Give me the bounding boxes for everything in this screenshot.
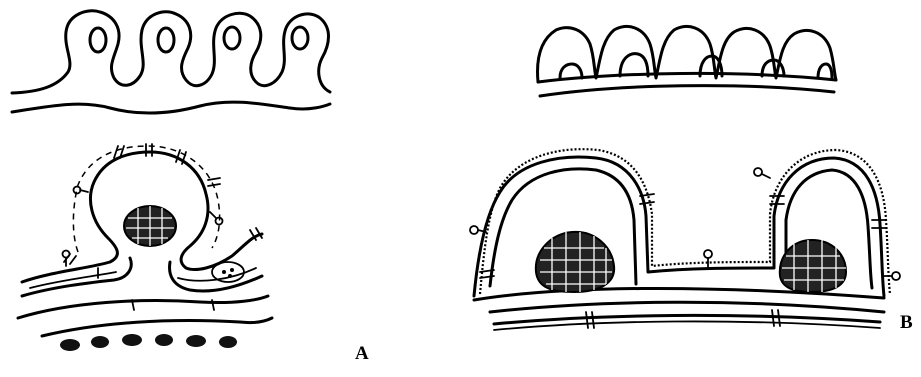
projection-head <box>704 250 712 258</box>
dot <box>228 274 232 278</box>
panel-b-basement-top <box>494 315 880 324</box>
panel-b-basement-bottom <box>494 321 880 330</box>
projection-head <box>754 168 762 176</box>
tick <box>208 178 220 186</box>
panel-a-top-circle-2 <box>158 28 174 52</box>
panel-a-vesicle-body <box>212 262 244 282</box>
panel-a-vesicle <box>212 262 244 282</box>
panel-a-nucleus <box>124 206 176 246</box>
panel-b-bottom-detail <box>470 149 900 330</box>
panel-a-bottom-detail <box>18 144 272 351</box>
projection-stalk <box>210 212 216 218</box>
granule <box>186 335 206 347</box>
granule <box>122 334 142 346</box>
panel-label-b: B <box>900 312 913 334</box>
panel-b-top-inner-2 <box>620 54 648 76</box>
panel-b-nucleus-left <box>536 232 614 292</box>
panel-a-top-baseline <box>12 102 330 113</box>
panel-a-top-outline <box>12 11 330 93</box>
projection-head <box>892 272 900 280</box>
panel-b-top-baseline <box>540 86 834 96</box>
panel-b-top-inner-5 <box>818 64 832 78</box>
panel-a-basement-bottom <box>42 318 272 336</box>
panel-a-top-schematic <box>12 11 330 113</box>
panel-b-nucleus-left-body <box>536 232 614 292</box>
projection-stalk <box>762 174 770 178</box>
panel-b-nucleus-right <box>780 240 846 292</box>
panel-a-basement-granules <box>60 334 237 351</box>
granule <box>60 339 80 351</box>
panel-label-a: A <box>355 343 369 365</box>
tick <box>586 312 594 328</box>
granule <box>91 336 109 348</box>
granule <box>155 334 173 346</box>
panel-a-basement-top <box>18 296 268 318</box>
projection-head <box>470 226 478 234</box>
panel-a-top-circle-4 <box>292 27 308 49</box>
panel-b-top-schematic <box>538 26 836 96</box>
projection-head <box>63 251 70 258</box>
panel-a-top-circle-1 <box>90 28 106 52</box>
granule <box>219 336 237 348</box>
panel-b-base-line-2 <box>490 302 884 312</box>
dot <box>222 270 226 274</box>
panel-a-top-circle-3 <box>224 27 240 49</box>
dot <box>230 268 234 272</box>
panel-b-top-inner-1 <box>560 64 582 78</box>
